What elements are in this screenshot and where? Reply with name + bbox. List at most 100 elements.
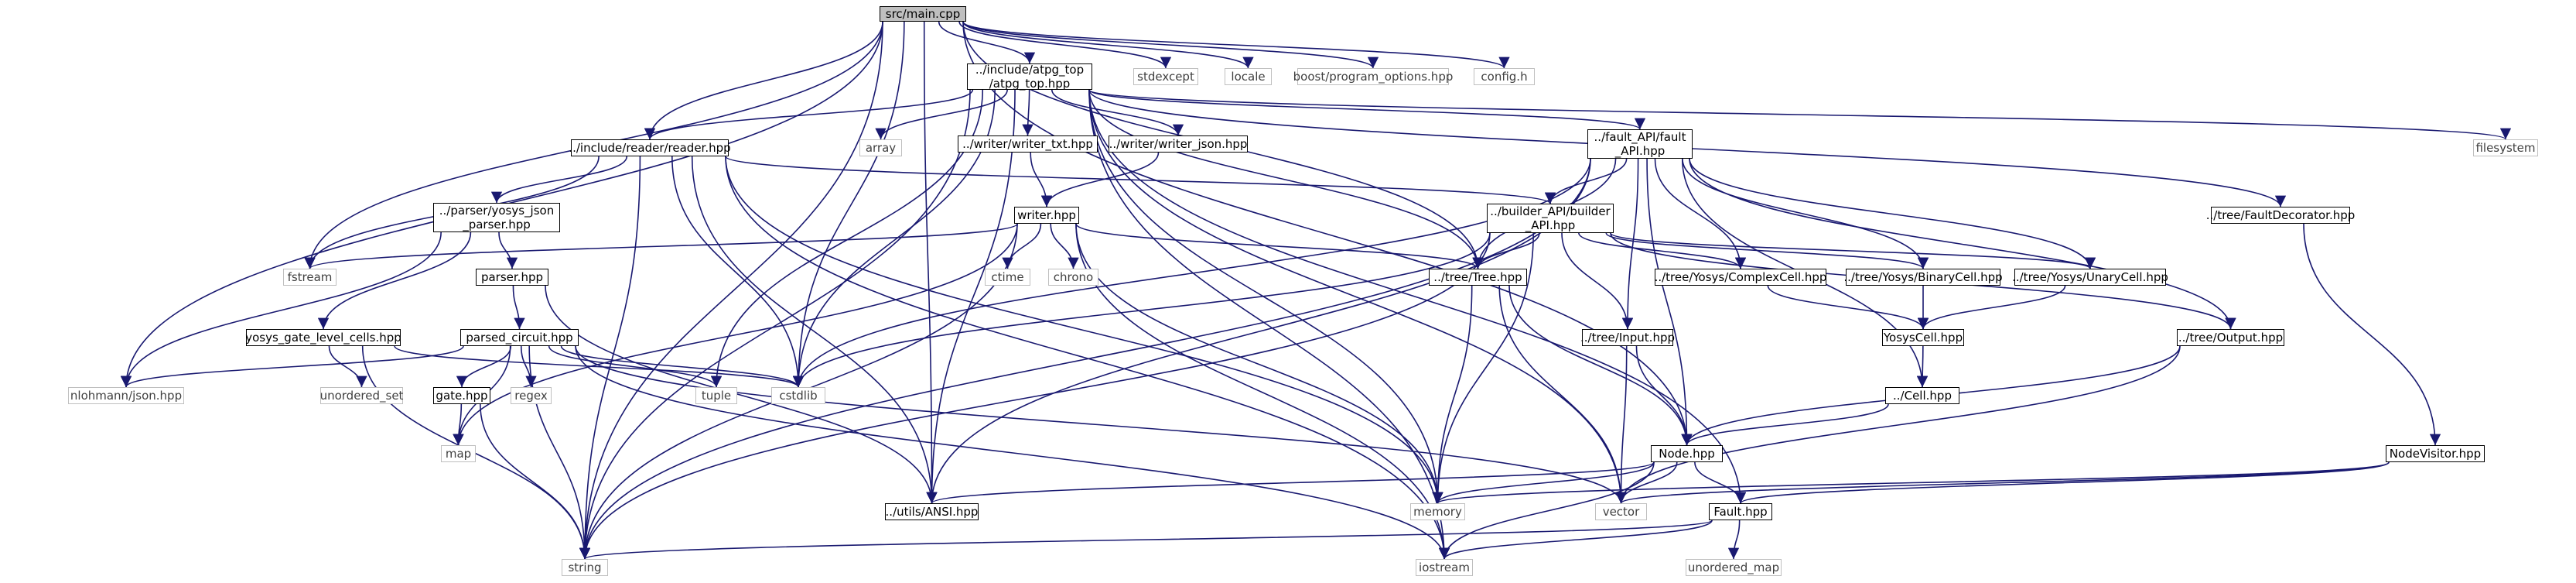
edge-writer-to-fstream — [304, 223, 1018, 269]
node-faultdec[interactable]: ../tree/FaultDecorator.hpp — [2206, 207, 2355, 224]
edge-main-to-config — [962, 21, 1510, 69]
node-label: _API.hpp — [1525, 218, 1576, 232]
node-label: locale — [1231, 70, 1266, 84]
node-main[interactable]: src/main.cpp — [880, 6, 966, 22]
edge-nodehpp-to-iostream — [1438, 461, 1655, 560]
node-label: config.h — [1481, 70, 1528, 84]
edge-faultapi-to-builder — [1544, 158, 1628, 204]
node-parser[interactable]: parser.hpp — [476, 269, 548, 286]
node-unarycell[interactable]: ../tree/Yosys/UnaryCell.hpp — [2012, 269, 2168, 286]
edge-gate-to-map — [453, 403, 464, 446]
node-writer_json[interactable]: ../writer/writer_json.hpp — [1109, 135, 1248, 153]
node-label: unordered_set — [319, 389, 404, 403]
node-label: ../writer/writer_json.hpp — [1109, 137, 1248, 151]
node-tree[interactable]: ../tree/Tree.hpp — [1429, 269, 1527, 286]
node-label: _API.hpp — [1614, 144, 1666, 158]
edge-nodehpp-to-memory — [1432, 461, 1655, 504]
edge-parsedcircuit-to-regex — [520, 345, 537, 388]
edge-faultapi-to-input — [1621, 158, 1639, 330]
edge-faultapi-to-binarycell — [1682, 158, 1929, 269]
edge-atpg-to-writer_json — [1051, 89, 1184, 136]
node-label: filesystem — [2475, 141, 2536, 155]
node-atpg[interactable]: ../include/atpg_top/atpg_top.hpp — [967, 63, 1092, 91]
node-label: NodeVisitor.hpp — [2389, 447, 2482, 461]
node-label: ../tree/Yosys/BinaryCell.hpp — [1843, 270, 2003, 284]
node-string: string — [562, 559, 608, 576]
node-locale: locale — [1225, 68, 1272, 85]
edge-reader-to-ansi — [691, 156, 938, 504]
edge-tree-to-memory — [1432, 285, 1473, 504]
edge-yosyscell-to-cell — [1916, 345, 1929, 388]
edge-faulthpp-to-string — [579, 520, 1713, 560]
node-writer_txt[interactable]: ../writer/writer_txt.hpp — [958, 135, 1098, 153]
edge-nodehpp-to-ansi — [926, 461, 1655, 504]
node-label: cstdlib — [779, 389, 818, 403]
edge-parser-to-ansi — [545, 285, 938, 504]
node-faulthpp[interactable]: Fault.hpp — [1709, 503, 1772, 520]
node-yosysgate[interactable]: yosys_gate_level_cells.hpp — [245, 329, 401, 346]
edge-writer-to-tree — [1075, 223, 1484, 269]
node-reader[interactable]: ../include/reader/reader.hpp — [569, 139, 731, 156]
edge-faultdec-to-nodevisitor — [2303, 223, 2441, 446]
edge-faultapi-to-cstdlib — [792, 158, 1591, 388]
node-label: boost/program_options.hpp — [1293, 70, 1454, 84]
node-tuple: tuple — [695, 387, 737, 404]
node-binarycell[interactable]: ../tree/Yosys/BinaryCell.hpp — [1843, 269, 2003, 286]
edge-reader-to-cstdlib — [671, 156, 805, 388]
edge-builder-to-tree — [1472, 232, 1540, 269]
edge-yosysgate-to-unordered_set — [328, 345, 367, 388]
edge-builder-to-unarycell — [1610, 232, 2096, 269]
edge-faultapi-to-string — [579, 158, 1591, 560]
edge-reader-to-yosys_json — [490, 156, 628, 204]
node-config: config.h — [1474, 68, 1535, 85]
node-label: writer.hpp — [1017, 208, 1076, 222]
edge-parsedcircuit-to-gate — [456, 345, 512, 388]
node-label: memory — [1413, 505, 1462, 519]
node-writer[interactable]: writer.hpp — [1014, 207, 1079, 224]
node-ansi[interactable]: ../utils/ANSI.hpp — [885, 503, 979, 520]
edge-main-to-nodehpp — [962, 21, 1693, 446]
node-label: ../parser/yosys_json — [439, 204, 555, 218]
node-complexcell[interactable]: ../tree/Yosys/ComplexCell.hpp — [1655, 269, 1826, 286]
node-label: src/main.cpp — [885, 7, 961, 21]
node-regex: regex — [511, 387, 552, 404]
edge-atpg-to-reader — [644, 89, 974, 140]
edge-tree-to-vector — [1498, 285, 1627, 504]
node-cell[interactable]: ../Cell.hpp — [1885, 387, 1959, 404]
edge-builder-to-binarycell — [1605, 232, 1929, 269]
node-label: regex — [514, 389, 548, 403]
edge-main-to-locale — [962, 21, 1254, 69]
node-label: ../Cell.hpp — [1893, 389, 1952, 403]
node-label: chrono — [1053, 270, 1094, 284]
edge-reader-to-memory — [725, 156, 1443, 504]
node-input[interactable]: ../tree/Input.hpp — [1580, 329, 1675, 346]
node-nodevisitor[interactable]: NodeVisitor.hpp — [2386, 445, 2485, 462]
edge-nodevisitor-to-vector — [1615, 461, 2390, 504]
node-parsedcircuit[interactable]: parsed_circuit.hpp — [460, 329, 579, 346]
node-output[interactable]: ../tree/Output.hpp — [2177, 329, 2284, 346]
edge-atpg-to-array — [875, 89, 1008, 140]
node-label: vector — [1602, 505, 1640, 519]
node-gate[interactable]: gate.hpp — [433, 387, 490, 404]
edge-faulthpp-to-iostream — [1439, 520, 1713, 560]
node-array: array — [859, 139, 902, 156]
node-builder[interactable]: ../builder_API/builder_API.hpp — [1487, 204, 1614, 233]
edge-builder-to-complexcell — [1578, 232, 1747, 269]
node-label: ../tree/Yosys/UnaryCell.hpp — [2012, 270, 2168, 284]
edge-nodevisitor-to-memory — [1432, 461, 2390, 504]
node-yosys_json[interactable]: ../parser/yosys_json_parser.hpp — [433, 203, 560, 232]
node-label: ../include/atpg_top — [975, 63, 1085, 77]
node-label: ../tree/Output.hpp — [2178, 331, 2284, 345]
edge-reader-to-builder — [725, 156, 1556, 204]
node-stdexcept: stdexcept — [1133, 68, 1198, 85]
node-label: ../tree/Yosys/ComplexCell.hpp — [1654, 270, 1827, 284]
node-nodehpp[interactable]: Node.hpp — [1651, 445, 1723, 462]
node-label: ../tree/FaultDecorator.hpp — [2205, 208, 2356, 222]
node-boostpo: boost/program_options.hpp — [1293, 68, 1453, 85]
node-yosyscell[interactable]: YosysCell.hpp — [1882, 329, 1964, 346]
edge-writer-to-memory — [1075, 223, 1443, 504]
edge-yosysgate-to-cstdlib — [394, 345, 804, 388]
node-faultapi[interactable]: ../fault_API/fault_API.hpp — [1587, 129, 1693, 159]
edge-nodevisitor-to-faulthpp — [1735, 461, 2390, 504]
